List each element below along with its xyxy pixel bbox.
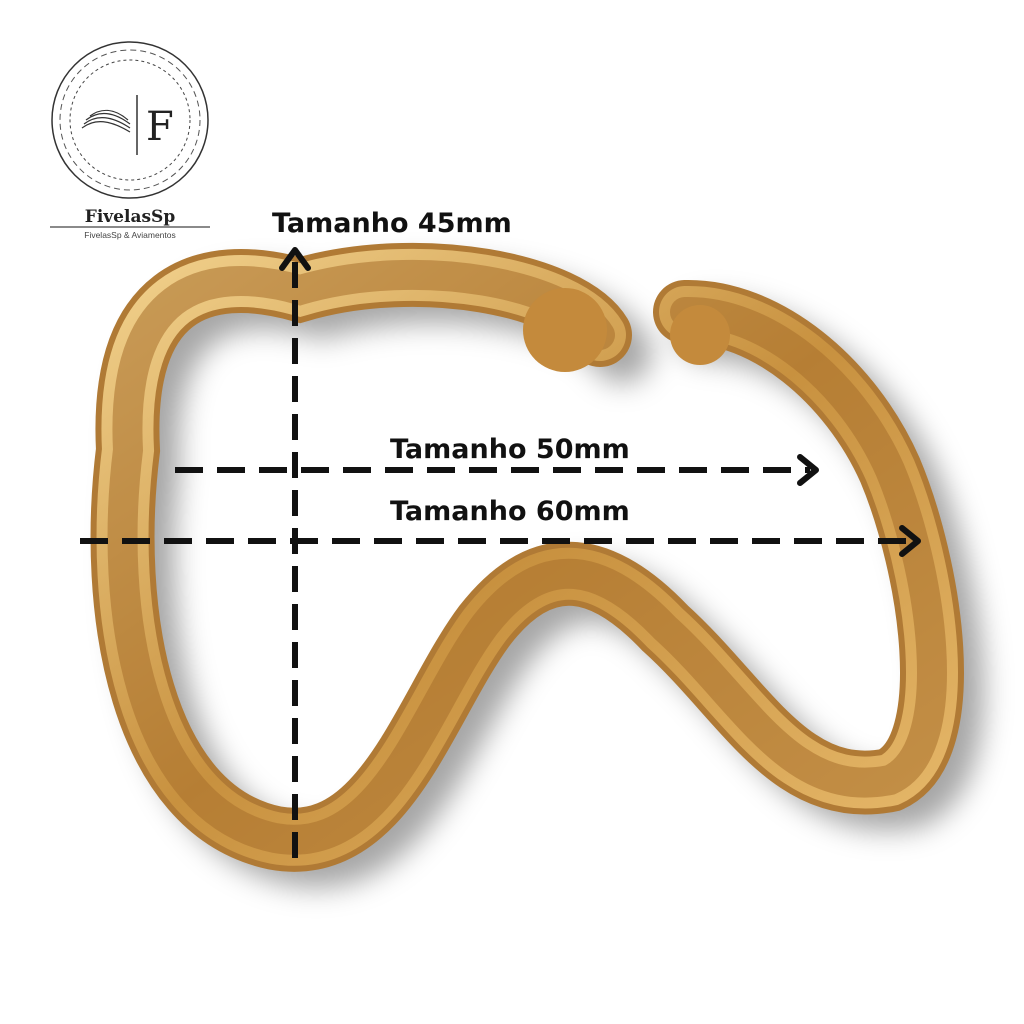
gold-buckle <box>90 242 984 888</box>
height-dimension-arrow <box>279 247 311 870</box>
height-label: Tamanho 45mm <box>272 208 512 239</box>
inner-width-label: Tamanho 50mm <box>390 434 630 465</box>
outer-width-dimension-arrow <box>80 525 921 557</box>
wave-icon <box>81 109 131 133</box>
logo-tagline: FivelasSp & Aviamentos <box>84 230 176 240</box>
inner-width-dimension-arrow <box>175 454 819 486</box>
logo-ring-icon <box>51 41 209 199</box>
outer-width-label: Tamanho 60mm <box>390 496 630 527</box>
logo-brand-name: FivelasSp <box>85 207 176 227</box>
brand-logo: F FivelasSp FivelasSp & Aviamentos <box>50 41 210 240</box>
logo-monogram: F <box>146 104 174 150</box>
